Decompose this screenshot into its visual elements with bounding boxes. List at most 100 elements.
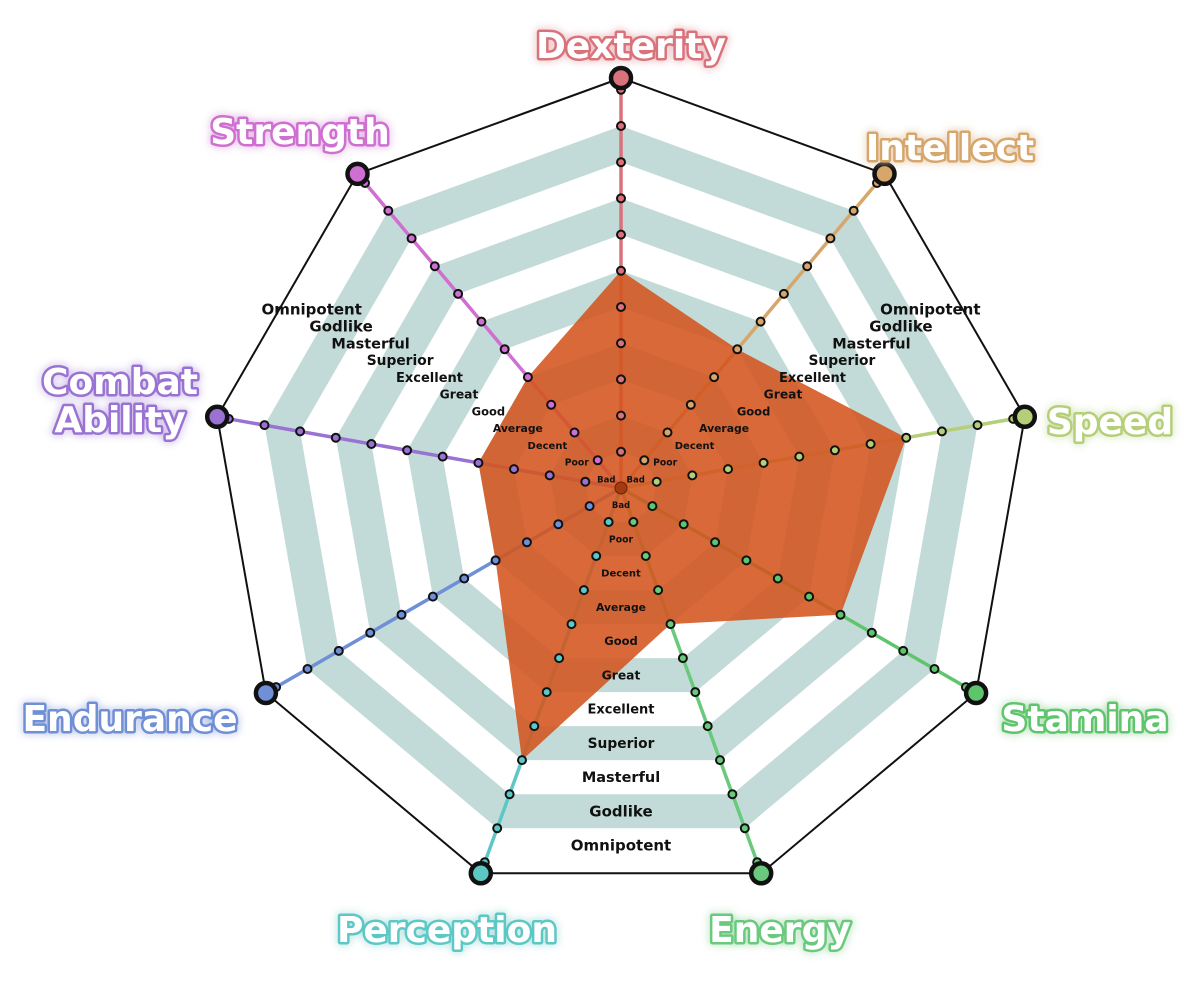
tick-marker xyxy=(677,653,688,664)
tick-marker xyxy=(546,399,557,410)
tick-marker xyxy=(591,551,602,561)
tick-marker xyxy=(499,344,510,355)
tick-marker xyxy=(685,399,696,410)
tick-marker xyxy=(295,426,306,437)
tick-marker xyxy=(678,519,689,530)
tick-marker xyxy=(972,420,983,431)
tick-marker xyxy=(366,439,377,449)
axis-label-text: Dexterity xyxy=(536,26,726,67)
axis-label-text: Stamina xyxy=(1001,699,1168,740)
tick-marker xyxy=(616,193,626,204)
level-label: Excellent xyxy=(779,371,846,386)
tick-marker xyxy=(259,420,270,431)
level-label: Omnipotent xyxy=(880,301,980,319)
value-polygon xyxy=(478,270,907,761)
tick-marker xyxy=(616,338,626,349)
tick-marker xyxy=(702,721,713,732)
tick-marker xyxy=(715,755,725,766)
tick-marker xyxy=(901,432,912,443)
axis-label-text: Intellect xyxy=(866,128,1034,169)
tick-marker xyxy=(727,789,738,800)
tick-markers xyxy=(204,65,1038,886)
axis-end-marker xyxy=(204,404,230,430)
tick-marker xyxy=(616,302,626,312)
tick-marker xyxy=(825,233,836,244)
tick-marker xyxy=(529,721,540,732)
axis-label-text: Perception xyxy=(337,910,557,951)
tick-marker xyxy=(687,470,698,481)
level-label: Average xyxy=(596,601,646,614)
level-label: Great xyxy=(440,388,479,402)
level-label: Decent xyxy=(601,569,641,580)
level-label: Omnipotent xyxy=(571,836,671,854)
axis-label-text: Strength xyxy=(210,112,390,153)
tick-marker xyxy=(616,121,626,131)
level-label: Bad xyxy=(612,501,630,511)
level-label: Bad xyxy=(627,476,645,486)
axis-end-marker xyxy=(468,861,494,886)
tick-marker xyxy=(509,464,519,475)
tick-marker xyxy=(898,645,909,656)
level-label: Masterful xyxy=(331,337,409,353)
axis-label-glow: Speed xyxy=(1047,402,1173,443)
axis-end-marker xyxy=(253,680,279,706)
tick-marker xyxy=(522,372,533,383)
level-label: Omnipotent xyxy=(261,301,361,319)
tick-marker xyxy=(459,573,470,584)
axis-label-glow: Intellect xyxy=(866,128,1034,169)
axis-end-marker xyxy=(872,161,897,187)
tick-marker xyxy=(739,823,750,834)
tick-marker xyxy=(473,457,484,468)
tick-marker xyxy=(758,457,769,468)
tick-marker xyxy=(580,476,591,487)
tick-marker xyxy=(835,609,846,620)
value-area xyxy=(478,270,907,761)
tick-marker xyxy=(865,439,876,449)
level-label: Poor xyxy=(565,458,590,469)
tick-marker xyxy=(584,501,595,512)
level-label: Bad xyxy=(597,476,615,486)
tick-marker xyxy=(616,446,626,457)
level-label: Excellent xyxy=(396,371,463,386)
tick-marker xyxy=(772,573,783,584)
level-label: Excellent xyxy=(588,703,655,718)
tick-marker xyxy=(616,265,626,276)
tick-marker xyxy=(553,519,564,530)
tick-marker xyxy=(566,619,577,630)
tick-marker xyxy=(476,316,487,327)
axis-label-glow: Energy xyxy=(709,910,851,951)
center-point xyxy=(614,481,628,495)
tick-marker xyxy=(710,537,721,548)
axis-end-marker xyxy=(748,861,774,886)
tick-marker xyxy=(396,609,407,620)
tick-marker xyxy=(492,823,503,834)
tick-marker xyxy=(383,205,394,216)
axis-labels: DexterityDexterityIntellectIntellectSpee… xyxy=(20,24,1176,954)
tick-marker xyxy=(427,591,438,602)
tick-marker xyxy=(723,464,733,475)
axis-label-glow: Perception xyxy=(337,910,557,951)
tick-marker xyxy=(569,427,580,438)
axis-end-marker xyxy=(345,161,370,187)
axis-label-glow: Strength xyxy=(210,112,390,153)
tick-marker xyxy=(616,157,626,168)
level-label: Great xyxy=(764,388,803,402)
axis-label-glow: Endurance xyxy=(22,699,237,740)
tick-marker xyxy=(665,619,676,630)
tick-marker xyxy=(616,229,626,240)
level-label: Superior xyxy=(367,353,434,369)
tick-marker xyxy=(653,585,664,596)
tick-marker xyxy=(490,555,501,566)
level-label: Superior xyxy=(588,736,655,752)
level-label: Godlike xyxy=(309,318,372,336)
tick-marker xyxy=(829,445,840,456)
